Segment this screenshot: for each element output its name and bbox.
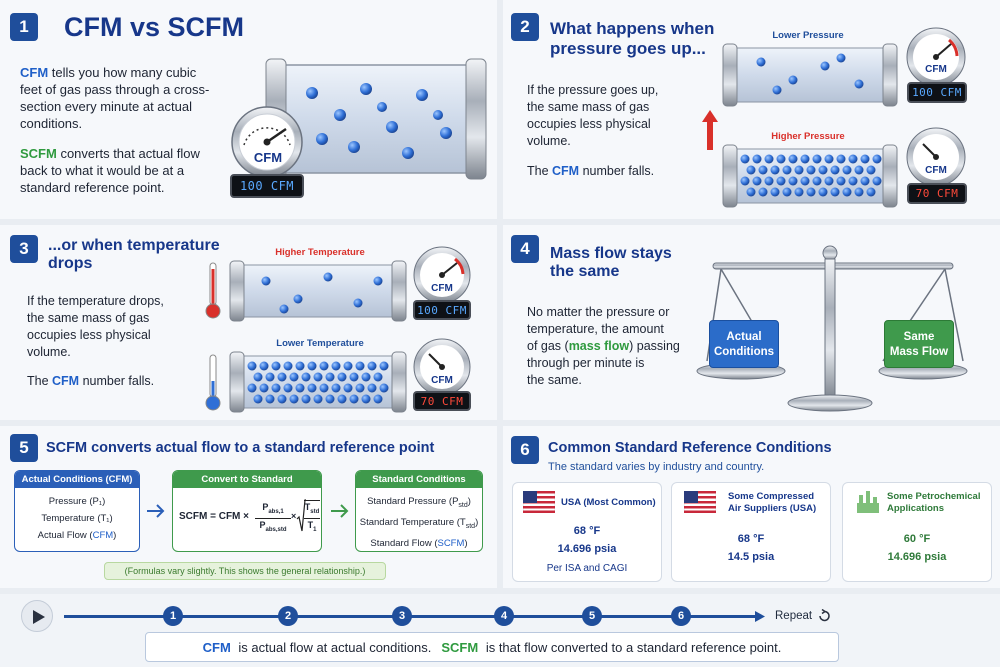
pipe-higher-temperature (229, 260, 407, 322)
cfm-falls-text: The CFM number falls. (527, 164, 655, 178)
panel-title: ...or when temperature drops (48, 237, 220, 273)
timeline-step-6[interactable]: 6 (671, 606, 691, 626)
step-number-badge: 6 (511, 436, 539, 464)
step-number-badge: 1 (10, 13, 38, 41)
timeline-step-1[interactable]: 1 (163, 606, 183, 626)
card-temperature: 60 °F (903, 533, 931, 545)
flow-readout-higher-temperature: 100 CFM (413, 300, 471, 320)
higher-pressure-caption: Higher Pressure (771, 131, 845, 142)
card-temperature: 68 °F (573, 525, 601, 537)
gauge-label: CFM (431, 375, 453, 386)
panel-title: CFM vs SCFM (64, 12, 245, 42)
pressure-explanation: If the pressure goes up, the same mass o… (527, 83, 659, 148)
summary-cfm-text: is actual flow at actual conditions. (234, 639, 432, 655)
gauge-icon (906, 127, 966, 187)
timeline-step-4[interactable]: 4 (494, 606, 514, 626)
panel-mass-flow: 4 Mass flow stays the same No matter the… (503, 225, 1000, 420)
actual-conditions-box: Actual Conditions (CFM) Pressure (P₁) Te… (14, 470, 140, 552)
step-number-badge: 5 (10, 434, 38, 462)
timeline-step-3[interactable]: 3 (392, 606, 412, 626)
mass-flow-explanation: No matter the pressure or temperature, t… (527, 305, 680, 387)
lower-temperature-caption: Lower Temperature (276, 338, 364, 349)
gauge-label: CFM (431, 283, 453, 294)
card-pressure: 14.696 psia (887, 551, 947, 563)
pressure-ratio: Pabs,1 Pabs,std (255, 501, 291, 536)
convert-to-standard-box: Convert to Standard SCFM = CFM × Pabs,1 … (172, 470, 322, 552)
formula-note: (Formulas vary slightly. This shows the … (104, 562, 386, 580)
temperature-explanation: If the temperature drops, the same mass … (27, 294, 164, 359)
reference-card-petrochemical: Some Petrochemical Applications 60 °F 14… (842, 482, 992, 582)
step-number-badge: 4 (511, 235, 539, 263)
pipe-lower-temperature (229, 351, 407, 413)
temperature-ratio: Tstd T1 (304, 500, 320, 536)
panel-title: SCFM converts actual flow to a standard … (46, 440, 435, 456)
pipe-higher-pressure (722, 144, 898, 208)
panel-temperature-drops: 3 ...or when temperature drops If the te… (0, 225, 497, 420)
panel-title: What happens when pressure goes up... (550, 19, 715, 58)
us-flag-icon (684, 491, 716, 513)
arrow-right-icon (147, 504, 165, 518)
repeat-label: Repeat (775, 610, 813, 622)
flow-readout: 100 CFM (230, 174, 304, 198)
summary-scfm-term: SCFM (441, 639, 479, 655)
thermometer-hot-icon (205, 262, 221, 319)
card-heading: USA (Most Common) (561, 497, 656, 508)
flow-readout-higher-pressure: 70 CFM (907, 183, 967, 204)
timeline-step-5[interactable]: 5 (582, 606, 602, 626)
times-sign: × (291, 511, 297, 521)
flow-readout-lower-pressure: 100 CFM (907, 82, 967, 103)
step-number-badge: 2 (511, 13, 539, 41)
timeline-bar: 1 2 3 4 5 6 Repeat CFM is actual flow at… (0, 594, 1000, 667)
panel-conversion: 5 SCFM converts actual flow to a standar… (0, 426, 497, 588)
panel-standard-conditions: 6 Common Standard Reference Conditions T… (503, 426, 1000, 588)
play-button[interactable] (21, 600, 53, 632)
summary-cfm-term: CFM (202, 639, 231, 655)
card-reference: Per ISA and CAGI (546, 563, 628, 574)
formula-lhs: SCFM = CFM × (179, 511, 250, 522)
gauge-icon (231, 106, 303, 178)
gauge-label: CFM (253, 150, 283, 165)
card-heading: Some Compressed Air Suppliers (USA) (728, 491, 817, 514)
panel-pressure-up: 2 What happens when pressure goes up... … (503, 0, 1000, 219)
panel-cfm-vs-scfm: 1 CFM vs SCFM CFM tells you how many cub… (0, 0, 497, 219)
repeat-button[interactable]: Repeat (775, 609, 831, 623)
panel-title: Mass flow stays the same (550, 245, 672, 281)
cfm-falls-text: The CFM number falls. (27, 374, 155, 388)
reference-card-compressed-air: Some Compressed Air Suppliers (USA) 68 °… (671, 482, 831, 582)
refinery-icon (857, 491, 879, 513)
same-mass-flow-block: Same Mass Flow (884, 320, 954, 368)
gauge-icon (906, 27, 966, 87)
reference-card-usa: USA (Most Common) 68 °F 14.696 psia Per … (512, 482, 662, 582)
step-number-badge: 3 (10, 235, 38, 263)
gauge-label: CFM (925, 64, 947, 75)
card-pressure: 14.5 psia (727, 551, 775, 563)
arrow-up-icon (702, 110, 718, 150)
thermometer-cold-icon (205, 354, 221, 411)
repeat-icon (819, 609, 830, 622)
card-pressure: 14.696 psia (557, 543, 617, 555)
standard-conditions-box: Standard Conditions (SCFM) Standard Pres… (355, 470, 483, 552)
arrow-right-icon (755, 611, 765, 622)
lower-pressure-caption: Lower Pressure (772, 30, 844, 41)
arrow-right-icon (331, 504, 349, 518)
play-icon (33, 610, 45, 624)
scfm-definition: SCFM converts that actual flow back to w… (20, 146, 200, 195)
summary-banner: CFM is actual flow at actual conditions.… (145, 632, 839, 662)
pipe-lower-pressure (722, 43, 898, 107)
panel-subtitle: The standard varies by industry and coun… (548, 461, 765, 473)
higher-temperature-caption: Higher Temperature (275, 247, 365, 258)
gauge-label: CFM (925, 165, 947, 176)
gauge-icon (413, 246, 471, 304)
actual-conditions-block: Actual Conditions (709, 320, 779, 368)
us-flag-icon (523, 491, 555, 513)
flow-readout-lower-temperature: 70 CFM (413, 391, 471, 411)
summary-scfm-text: is that flow converted to a standard ref… (482, 639, 782, 655)
cfm-definition: CFM tells you how many cubic feet of gas… (20, 65, 210, 131)
timeline-step-2[interactable]: 2 (278, 606, 298, 626)
gauge-icon (413, 338, 471, 396)
panel-title: Common Standard Reference Conditions (548, 440, 832, 456)
card-temperature: 68 °F (737, 533, 765, 545)
card-heading: Some Petrochemical Applications (887, 491, 981, 514)
